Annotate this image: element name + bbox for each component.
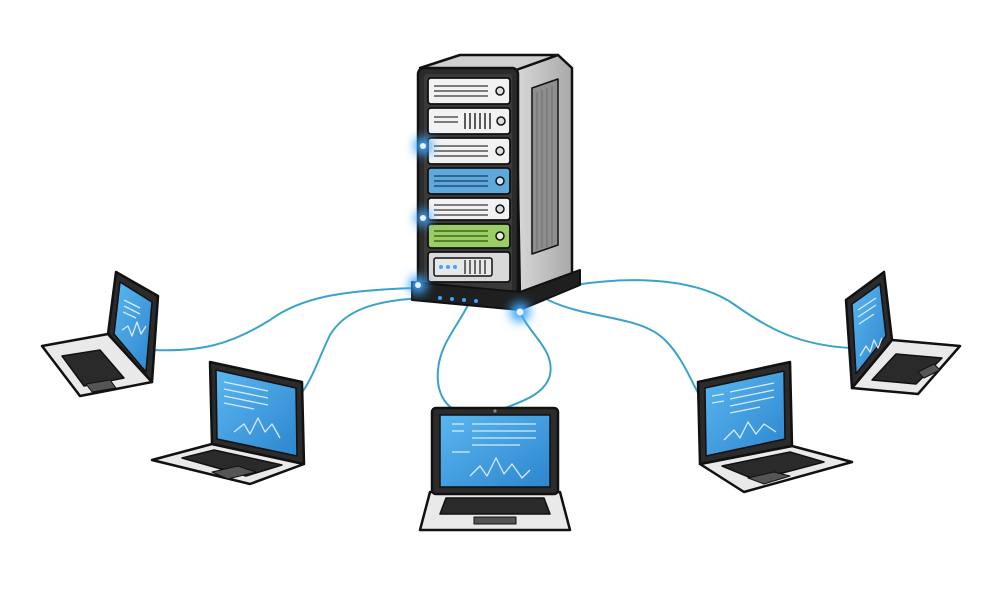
- cable-to-laptop-far-left: [151, 287, 419, 352]
- laptop-screen: [851, 283, 887, 375]
- laptop-icon: [844, 270, 962, 396]
- cable-to-laptop-right: [547, 299, 706, 406]
- server-bay-5: [427, 197, 511, 221]
- server-bay-1: [427, 77, 511, 105]
- server-bay-6: [427, 223, 511, 249]
- laptop-icon: [40, 270, 160, 398]
- server-bay-4: [427, 167, 511, 195]
- laptop-icon: [696, 360, 854, 494]
- laptop-screen: [113, 281, 153, 373]
- cable-to-laptop-left: [299, 297, 426, 396]
- cable-to-laptop-far-right: [574, 279, 851, 349]
- server-status-lights: [409, 137, 530, 322]
- laptop-screen: [439, 414, 551, 488]
- cable-to-laptop-center-a: [436, 304, 469, 411]
- server-bay-3: [427, 137, 511, 165]
- cable-to-laptop-center-b: [499, 311, 552, 411]
- server-status-bay: [427, 251, 511, 283]
- laptop-icon: [150, 360, 306, 486]
- server-rack-icon: [409, 53, 581, 322]
- laptop-icon: [418, 406, 572, 532]
- network-cables: [151, 279, 851, 411]
- server-side-vent: [531, 78, 559, 255]
- server-base: [411, 269, 581, 311]
- server-bay-2: [427, 107, 511, 135]
